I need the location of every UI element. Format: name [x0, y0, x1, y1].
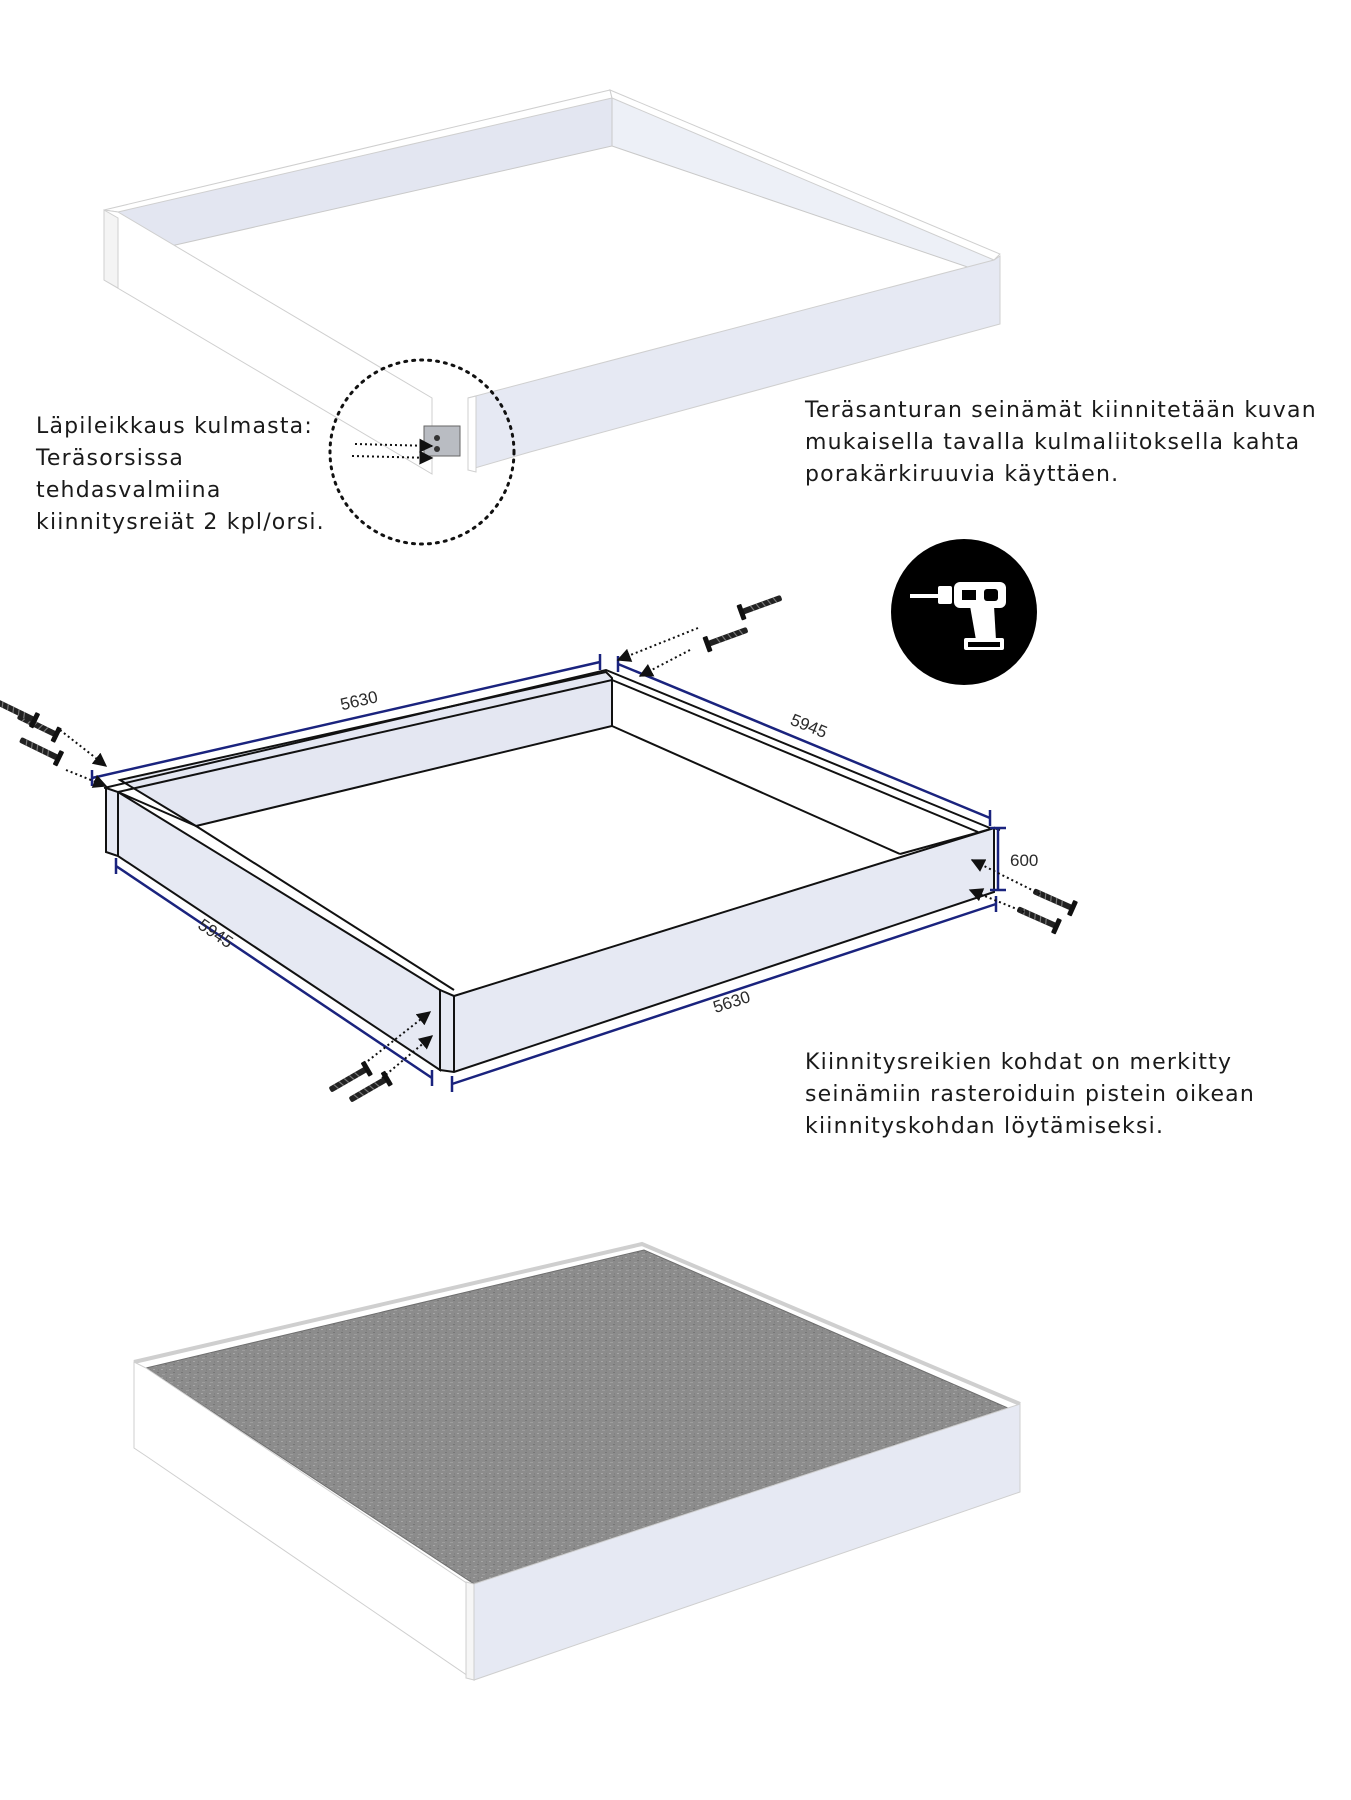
frame-top-view — [103, 89, 1001, 546]
drill-badge — [891, 539, 1037, 685]
dimension-top-length: 5630 — [338, 687, 379, 714]
note-line: seinämiin rasteroiduin pistein oikean — [805, 1082, 1256, 1107]
note-line: Kiinnitysreikien kohdat on merkitty — [805, 1050, 1233, 1075]
note-line: Teräsanturan seinämät kiinnitetään kuvan — [805, 398, 1317, 423]
hole-markings-note: Kiinnitysreikien kohdat on merkitty sein… — [805, 1047, 1255, 1143]
drill-icon — [910, 582, 1006, 650]
screw-icon — [701, 621, 751, 654]
screw-icon — [1013, 901, 1063, 936]
screw-icon — [735, 589, 785, 622]
corner-detail-circle — [328, 358, 516, 546]
dimensioned-frame: 5630 5945 600 5945 5630 — [0, 589, 1079, 1108]
note-line: porakärkiruuvia käyttäen. — [805, 462, 1120, 487]
note-line: Läpileikkaus kulmasta: — [36, 414, 313, 439]
corner-section-note: Läpileikkaus kulmasta: Teräsorsissa tehd… — [36, 411, 325, 539]
screw-icon — [0, 693, 41, 730]
concrete-filled-frame — [133, 1241, 1021, 1681]
dimension-bottom-length: 5630 — [711, 987, 753, 1017]
note-line: Teräsorsissa — [36, 446, 185, 471]
note-line: kiinnityskohdan löytämiseksi. — [805, 1114, 1165, 1139]
screw-icon — [1029, 883, 1079, 918]
note-line: kiinnitysreiät 2 kpl/orsi. — [36, 510, 325, 535]
fixing-note: Teräsanturan seinämät kiinnitetään kuvan… — [805, 395, 1317, 491]
note-line: mukaisella tavalla kulmaliitoksella kaht… — [805, 430, 1301, 455]
note-line: tehdasvalmiina — [36, 478, 222, 503]
dimension-height: 600 — [1010, 851, 1038, 870]
